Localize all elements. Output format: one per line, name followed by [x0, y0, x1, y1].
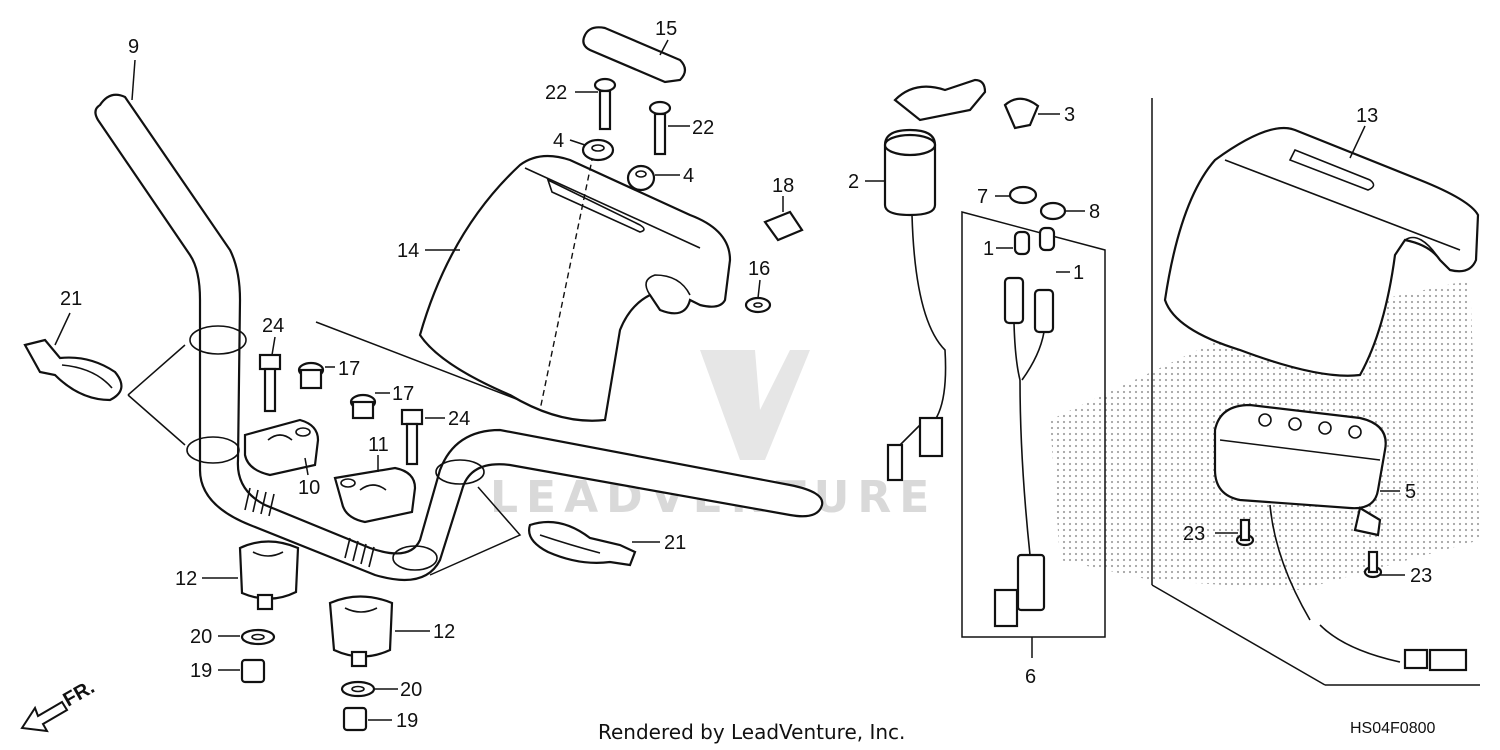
bracket-box-line — [315, 321, 546, 411]
callout-16: 16 — [748, 258, 770, 280]
upper-clamp-10 — [243, 418, 320, 477]
callout-6: 6 — [1025, 666, 1036, 688]
callout-4-right: 4 — [683, 165, 694, 187]
screw-23-right — [1363, 550, 1383, 579]
diagram-code: HS04F0800 — [1350, 720, 1435, 737]
lower-holder-12-right — [328, 595, 394, 668]
callout-3: 3 — [1064, 104, 1075, 126]
callout-19-right: 19 — [396, 710, 418, 732]
callout-23-right: 23 — [1410, 565, 1432, 587]
callout-9: 9 — [128, 36, 139, 58]
callout-12-right: 12 — [433, 621, 455, 643]
callout-20-left: 20 — [190, 626, 212, 648]
callout-20-right: 20 — [400, 679, 422, 701]
callout-13: 13 — [1356, 105, 1378, 127]
footer-credit: Rendered by LeadVenture, Inc. — [598, 720, 905, 744]
bolt-24-right — [400, 408, 424, 466]
callout-17-bottom: 17 — [392, 383, 414, 405]
cover-pad-15 — [582, 26, 687, 84]
handlebar-leader — [127, 344, 186, 446]
plug-7 — [1008, 185, 1038, 205]
callout-21-right: 21 — [664, 532, 686, 554]
upper-clamp-11 — [333, 466, 417, 524]
callout-8: 8 — [1089, 201, 1100, 223]
handlebar-cover-14 — [418, 154, 732, 422]
collar-17-bottom — [349, 393, 377, 420]
bolt-24-left — [258, 353, 282, 413]
cover-dashed-line — [539, 154, 594, 411]
callout-15: 15 — [655, 18, 677, 40]
callout-22-lower: 22 — [692, 117, 714, 139]
callout-10: 10 — [298, 477, 320, 499]
lower-holder-12-left — [238, 540, 300, 611]
callout-23-left: 23 — [1183, 523, 1205, 545]
knob-3 — [1003, 97, 1040, 130]
callout-21-left: 21 — [60, 288, 82, 310]
plug-8 — [1039, 201, 1067, 221]
indicator-bulbs-1 — [1013, 226, 1056, 256]
handlebar — [94, 93, 824, 582]
meter-box-bottom — [1151, 584, 1326, 686]
meter-5 — [1213, 403, 1468, 672]
callout-22-upper: 22 — [545, 82, 567, 104]
screw-23-left — [1235, 518, 1255, 547]
screw-22-right — [648, 100, 672, 156]
nut-19-right — [342, 706, 368, 732]
callout-11: 11 — [368, 434, 389, 456]
washer-20-right — [340, 680, 376, 698]
clamp-strap-left — [23, 338, 123, 402]
meter-cover-13 — [1163, 126, 1480, 377]
handlebar-leader-right — [429, 486, 522, 576]
screw-22-left — [593, 77, 617, 131]
front-arrow: FR. — [20, 676, 98, 733]
nut-19-left — [240, 658, 266, 684]
clip-18 — [763, 210, 804, 242]
callout-1-right: 1 — [1073, 262, 1084, 284]
callout-7: 7 — [977, 186, 988, 208]
callout-17-top: 17 — [338, 358, 360, 380]
callout-18: 18 — [772, 175, 794, 197]
grommet-4-right — [626, 164, 656, 192]
ignition-switch — [883, 78, 987, 482]
callout-24-left: 24 — [262, 315, 284, 337]
callout-1-left: 1 — [983, 238, 994, 260]
callout-19-left: 19 — [190, 660, 212, 682]
callout-5: 5 — [1405, 481, 1416, 503]
clamp-strap-right — [528, 520, 637, 567]
grommet-4-left — [581, 138, 615, 162]
collar-17-top — [297, 361, 325, 390]
callout-2: 2 — [848, 171, 859, 193]
callout-24-right: 24 — [448, 408, 470, 430]
indicator-socket-harness — [993, 276, 1055, 628]
callout-14: 14 — [397, 240, 419, 262]
nut-16 — [744, 296, 772, 314]
leader-lines — [54, 39, 1405, 721]
callouts: 9 15 22 22 4 4 14 18 16 21 21 24 24 17 1… — [60, 18, 1432, 732]
washer-20-left — [240, 628, 276, 646]
callout-4-left: 4 — [553, 130, 564, 152]
callout-12-left: 12 — [175, 568, 197, 590]
harness-box — [961, 211, 1106, 658]
